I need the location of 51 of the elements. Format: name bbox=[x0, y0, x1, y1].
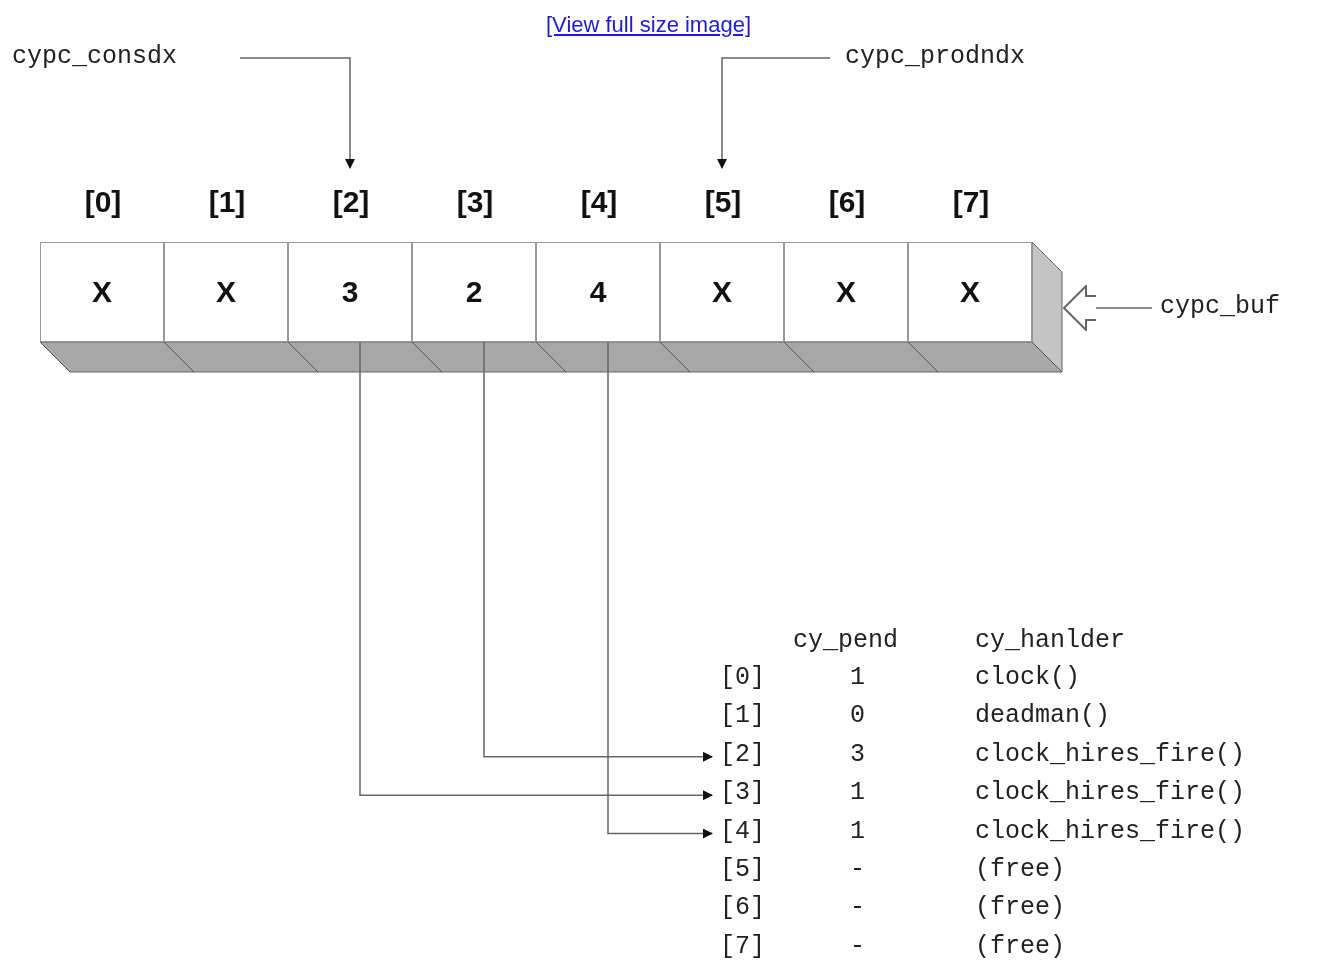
index-label: [1] bbox=[207, 185, 247, 219]
cell-value: 2 bbox=[465, 275, 483, 309]
handler-name: clock_hires_fire() bbox=[975, 778, 1246, 808]
cell-value: X bbox=[960, 275, 980, 309]
handler-name: (free) bbox=[975, 931, 1065, 961]
handler-name: deadman() bbox=[975, 701, 1111, 731]
cell-value: X bbox=[92, 275, 112, 309]
cell-value: X bbox=[836, 275, 856, 309]
row-index: [3] bbox=[720, 778, 765, 808]
handler-name: clock() bbox=[975, 663, 1081, 692]
row-index: [7] bbox=[720, 931, 765, 961]
pend-value: 1 bbox=[850, 663, 865, 692]
handler-name: (free) bbox=[975, 893, 1065, 923]
index-label: [4] bbox=[579, 185, 619, 219]
link-text: [View full size image] bbox=[546, 12, 751, 38]
column-header: cy_pend bbox=[793, 626, 899, 655]
pointer-label: cypc_prodndx bbox=[845, 42, 1075, 74]
arrow bbox=[607, 341, 713, 839]
arrow bbox=[483, 341, 713, 762]
row-index: [2] bbox=[720, 739, 765, 769]
row-index: [4] bbox=[720, 816, 765, 846]
pend-value: - bbox=[850, 931, 865, 961]
pointer-label: cypc_buf bbox=[1160, 292, 1310, 324]
pend-value: - bbox=[850, 855, 865, 884]
pend-value: 1 bbox=[850, 778, 865, 808]
cell-value: 3 bbox=[341, 275, 359, 309]
cell-value: X bbox=[216, 275, 236, 309]
pend-value: 0 bbox=[850, 701, 865, 731]
pend-value: 1 bbox=[850, 816, 865, 846]
cell-value: 4 bbox=[589, 275, 607, 309]
column-header: cy_hanlder bbox=[975, 626, 1126, 655]
row-index: [6] bbox=[720, 893, 765, 923]
row-index: [5] bbox=[720, 855, 765, 884]
handler-name: (free) bbox=[975, 855, 1065, 884]
cell-value: X bbox=[712, 275, 732, 309]
handler-name: clock_hires_fire() bbox=[975, 816, 1246, 846]
row-index: [1] bbox=[720, 701, 765, 731]
handler-name: clock_hires_fire() bbox=[975, 739, 1246, 769]
index-label: [7] bbox=[951, 185, 991, 219]
row-index: [0] bbox=[720, 663, 765, 692]
pend-value: - bbox=[850, 893, 865, 923]
pend-value: 3 bbox=[850, 739, 865, 769]
index-label: [2] bbox=[331, 185, 371, 219]
index-label: [0] bbox=[83, 185, 123, 219]
index-label: [5] bbox=[703, 185, 743, 219]
arrow bbox=[359, 341, 713, 801]
index-label: [6] bbox=[827, 185, 867, 219]
index-label: [3] bbox=[455, 185, 495, 219]
arrow bbox=[239, 57, 355, 169]
pointer-label: cypc_consdx bbox=[12, 42, 222, 74]
arrow bbox=[717, 57, 831, 169]
